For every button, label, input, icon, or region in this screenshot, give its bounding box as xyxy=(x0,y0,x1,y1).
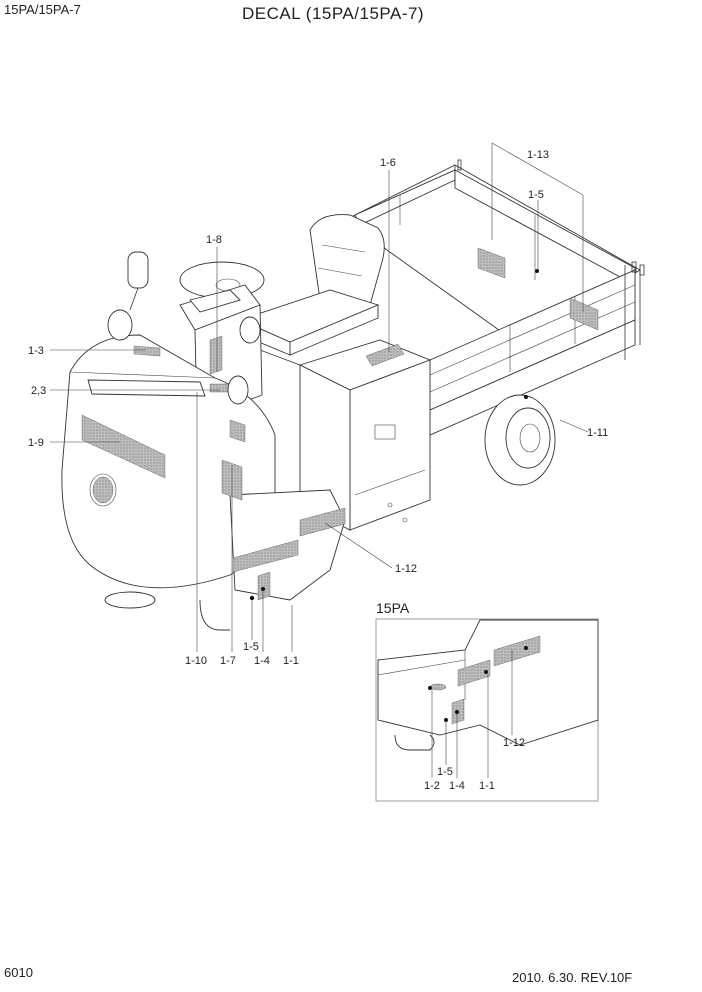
callout-1-5-top: 1-5 xyxy=(528,189,544,201)
mirror-and-lamps xyxy=(107,251,261,405)
leader-lines xyxy=(50,142,589,652)
callout-1-5-bottom: 1-5 xyxy=(243,641,259,653)
page-title: DECAL (15PA/15PA-7) xyxy=(242,4,425,23)
callout-1-9: 1-9 xyxy=(28,437,44,449)
model-name: 15PA/15PA-7 xyxy=(4,2,81,17)
callout-2-3: 2,3 xyxy=(31,385,46,397)
inset-label-1-1: 1-1 xyxy=(479,780,495,792)
inset-label-1-12: 1-12 xyxy=(503,737,525,749)
callout-1-3: 1-3 xyxy=(28,345,44,357)
callout-1-8: 1-8 xyxy=(206,234,222,246)
callout-1-7: 1-7 xyxy=(220,655,236,667)
operator-seat xyxy=(238,214,385,366)
callout-1-10: 1-10 xyxy=(185,655,207,667)
page-number: 6010 xyxy=(4,965,33,980)
inset-label-1-5: 1-5 xyxy=(437,766,453,778)
inset-drawing xyxy=(377,619,599,778)
bed-decals xyxy=(477,247,599,331)
battery-box xyxy=(298,339,432,531)
rear-wheel xyxy=(484,394,556,486)
revision-stamp: 2010. 6.30. REV.10F xyxy=(512,970,633,985)
inset-label-1-2: 1-2 xyxy=(424,780,440,792)
callout-1-11: 1-11 xyxy=(587,427,608,439)
callout-1-6: 1-6 xyxy=(380,157,396,169)
callout-1-13: 1-13 xyxy=(527,149,549,161)
inset-label-1-4: 1-4 xyxy=(449,780,465,792)
inset-title: 15PA xyxy=(376,600,410,616)
callout-1-4: 1-4 xyxy=(254,655,270,667)
callout-1-12: 1-12 xyxy=(395,563,417,575)
callout-1-1: 1-1 xyxy=(283,655,299,667)
front-body xyxy=(61,334,346,631)
